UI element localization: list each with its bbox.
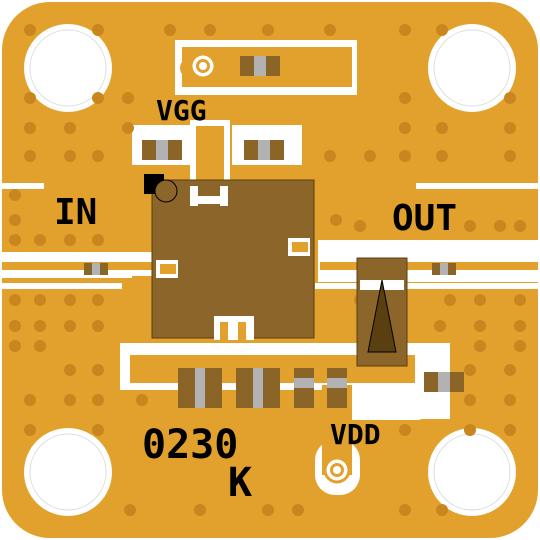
via-dot xyxy=(9,234,21,246)
via-dot xyxy=(504,394,516,406)
via-dot xyxy=(92,424,104,436)
via-dot xyxy=(514,220,526,232)
via-dot xyxy=(136,394,148,406)
via-dot xyxy=(262,24,274,36)
via-dot xyxy=(436,504,448,516)
via-dot xyxy=(24,122,36,134)
mmic-chip xyxy=(151,179,315,340)
via-dot xyxy=(24,24,36,36)
via-dot xyxy=(262,504,274,516)
via-dot xyxy=(514,294,526,306)
via-dot xyxy=(64,150,76,162)
via-dot xyxy=(92,320,104,332)
via-dot xyxy=(92,294,104,306)
via-dot xyxy=(64,320,76,332)
vgg-label: VGG xyxy=(156,94,207,127)
via-dot xyxy=(92,92,104,104)
via-dot xyxy=(92,234,104,246)
via-dot xyxy=(399,424,411,436)
via-dot xyxy=(9,320,21,332)
in-label: IN xyxy=(54,192,97,233)
via-dot xyxy=(9,189,21,201)
via-dot xyxy=(24,394,36,406)
via-dot xyxy=(464,394,476,406)
via-dot xyxy=(444,294,456,306)
via-dot xyxy=(399,24,411,36)
via-dot xyxy=(514,320,526,332)
via-dot xyxy=(399,92,411,104)
via-dot xyxy=(504,122,516,134)
via-dot xyxy=(399,504,411,516)
via-dot xyxy=(436,24,448,36)
via-dot xyxy=(34,234,46,246)
screw-via-icon xyxy=(189,52,351,484)
via-dot xyxy=(514,340,526,352)
via-dot xyxy=(464,424,476,436)
via-dot xyxy=(64,364,76,376)
via-dot xyxy=(354,220,366,232)
via-dot xyxy=(474,294,486,306)
via-dot xyxy=(92,150,104,162)
via-dot xyxy=(399,122,411,134)
via-dot xyxy=(494,220,506,232)
via-dot xyxy=(204,24,216,36)
via-dot xyxy=(34,320,46,332)
via-dot xyxy=(504,364,516,376)
via-dot xyxy=(292,504,304,516)
smd-components xyxy=(84,56,464,408)
vdd-label: VDD xyxy=(330,418,381,451)
via-dot xyxy=(504,92,516,104)
via-dot xyxy=(92,24,104,36)
via-dot xyxy=(436,122,448,134)
via-dot xyxy=(24,424,36,436)
via-dot xyxy=(92,394,104,406)
via-dot xyxy=(124,504,136,516)
via-dot xyxy=(24,150,36,162)
via-dot xyxy=(122,122,134,134)
via-dot xyxy=(34,294,46,306)
via-dot xyxy=(330,214,342,226)
via-dot xyxy=(34,340,46,352)
via-dot xyxy=(64,234,76,246)
via-dot xyxy=(24,92,36,104)
part-number-label: 0230 xyxy=(142,422,238,468)
mounting-hole-icon xyxy=(24,24,516,516)
via-dot xyxy=(122,92,134,104)
via-dot xyxy=(464,220,476,232)
revision-label: K xyxy=(228,460,252,506)
via-dot xyxy=(324,150,336,162)
via-dot xyxy=(194,504,206,516)
via-dot xyxy=(9,294,21,306)
via-dot xyxy=(474,320,486,332)
output-coupler xyxy=(356,257,408,367)
via-dot xyxy=(64,122,76,134)
via-dot xyxy=(64,294,76,306)
via-dot xyxy=(164,24,176,36)
via-dot xyxy=(436,150,448,162)
via-dot xyxy=(64,394,76,406)
via-dot xyxy=(324,24,336,36)
pin1-marker-icon xyxy=(144,174,178,203)
out-label: OUT xyxy=(392,198,457,239)
via-dot xyxy=(399,150,411,162)
via-dot xyxy=(464,364,476,376)
via-dot xyxy=(9,214,21,226)
via-dot xyxy=(474,340,486,352)
via-dot xyxy=(504,424,516,436)
via-dot xyxy=(92,364,104,376)
via-dot xyxy=(434,320,446,332)
via-dot xyxy=(9,340,21,352)
via-dot xyxy=(504,150,516,162)
via-dot xyxy=(364,150,376,162)
vgg-bias-area xyxy=(132,40,357,196)
